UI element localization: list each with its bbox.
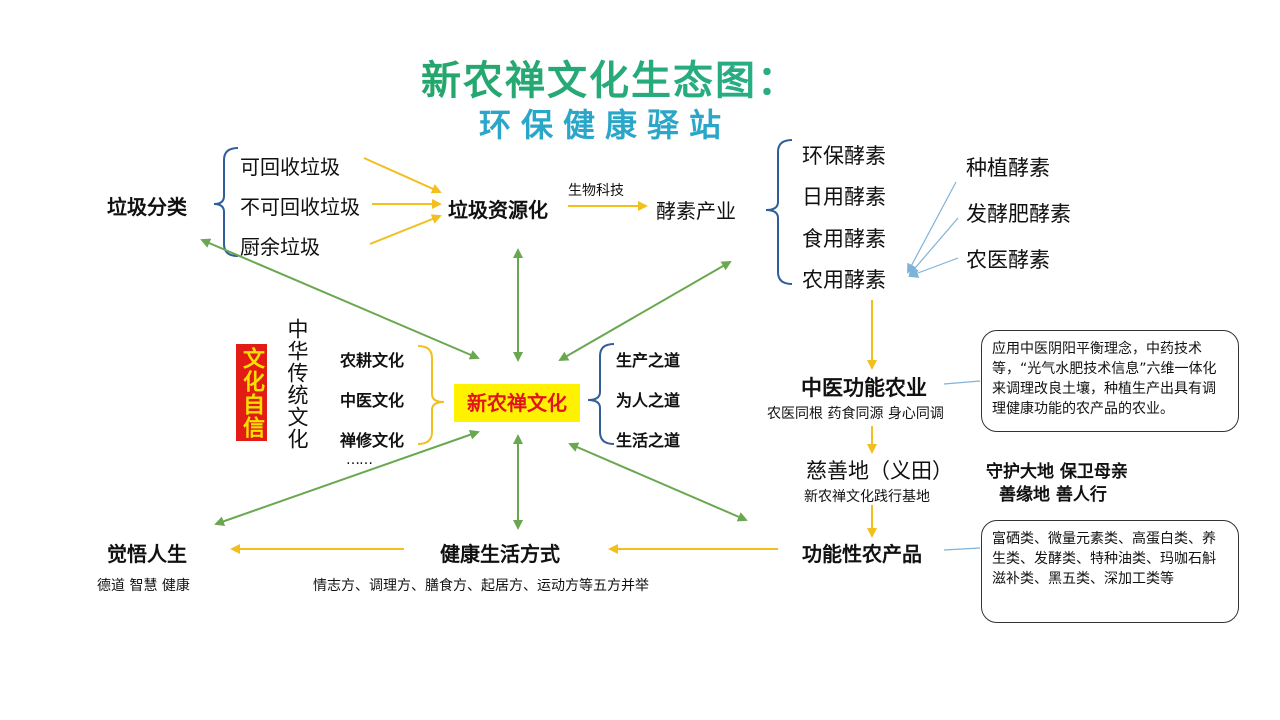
arrow-core-garbage [200, 238, 480, 360]
desc-box-tcm: 应用中医阴阳平衡理念，中药技术等，“光气水肥技术信息”六维一体化来调理改良土壤，… [981, 330, 1239, 432]
node-garbage-classification: 垃圾分类 [107, 195, 187, 219]
node-garbage-resource: 垃圾资源化 [448, 198, 548, 222]
arrow-core-enzyme [558, 261, 732, 361]
node-way-conduct: 为人之道 [616, 391, 681, 410]
node-new-zen-culture: 新农禅文化 [454, 384, 580, 422]
node-zen-culture: 禅修文化 [340, 431, 405, 450]
slogan-line-1: 守护大地 保卫母亲 [986, 462, 1128, 482]
node-functional-products: 功能性农产品 [802, 542, 922, 566]
diagram-subtitle: 环保健康驿站 [478, 106, 731, 144]
node-planting-enzyme: 种植酵素 [966, 156, 1050, 180]
node-enzyme-industry: 酵素产业 [656, 199, 736, 223]
label-biotech: 生物科技 [568, 183, 624, 199]
bracket-ways [587, 343, 615, 445]
badge-cultural-confidence: 文化自信 [236, 344, 267, 441]
node-tcm-agriculture: 中医功能农业 [801, 376, 927, 400]
arrow-recyclable [363, 157, 442, 194]
node-enzyme-agri: 农用酵素 [802, 268, 886, 292]
arrow-kitchen [369, 214, 442, 245]
pointer-box1 [943, 380, 981, 385]
node-fertilizer-enzyme: 发酵肥酵素 [966, 202, 1071, 226]
pointer-medicine [908, 257, 959, 278]
node-non-recyclable: 不可回收垃圾 [240, 195, 360, 219]
bracket-enzyme [765, 139, 793, 285]
arrow-core-products [568, 442, 748, 522]
pointer-box2 [943, 547, 981, 551]
node-medicine-enzyme: 农医酵素 [966, 248, 1050, 272]
node-farming-culture: 农耕文化 [340, 351, 405, 370]
badge-text: 文化自信 [239, 346, 264, 439]
label-enlight-sub: 德道 智慧 健康 [97, 578, 190, 594]
node-enzyme-daily: 日用酵素 [802, 185, 886, 209]
arrow-core-enlight [214, 429, 480, 527]
slogan-line-2: 善缘地 善人行 [999, 485, 1107, 505]
label-ellipsis: …… [346, 452, 373, 468]
label-base-sub: 新农禅文化践行基地 [804, 489, 930, 505]
node-tcm-culture: 中医文化 [340, 391, 405, 410]
diagram-title: 新农禅文化生态图： [0, 48, 1220, 106]
bracket-culture [417, 345, 445, 445]
label-tcm-sub: 农医同根 药食同源 身心同调 [767, 406, 944, 422]
node-healthy-lifestyle: 健康生活方式 [440, 542, 560, 566]
label-chinese-tradition: 中华传统文化 [285, 318, 309, 450]
node-charity-land: 慈善地（义田） [806, 459, 953, 483]
pointer-planting [907, 181, 957, 274]
label-lifestyle-sub: 情志方、调理方、膳食方、起居方、运动方等五方并举 [313, 578, 649, 594]
node-way-production: 生产之道 [616, 351, 681, 370]
node-enzyme-food: 食用酵素 [802, 227, 886, 251]
node-recyclable: 可回收垃圾 [240, 155, 340, 179]
node-enzyme-env: 环保酵素 [802, 144, 886, 168]
node-kitchen-waste: 厨余垃圾 [240, 235, 320, 259]
node-enlightened-life: 觉悟人生 [107, 542, 187, 566]
desc-box-products: 富硒类、微量元素类、高蛋白类、养生类、发酵类、特种油类、玛咖石斛滋补类、黑五类、… [981, 520, 1239, 623]
bracket-garbage [213, 147, 239, 257]
pointer-fertilizer [908, 217, 959, 276]
node-way-living: 生活之道 [616, 431, 681, 450]
